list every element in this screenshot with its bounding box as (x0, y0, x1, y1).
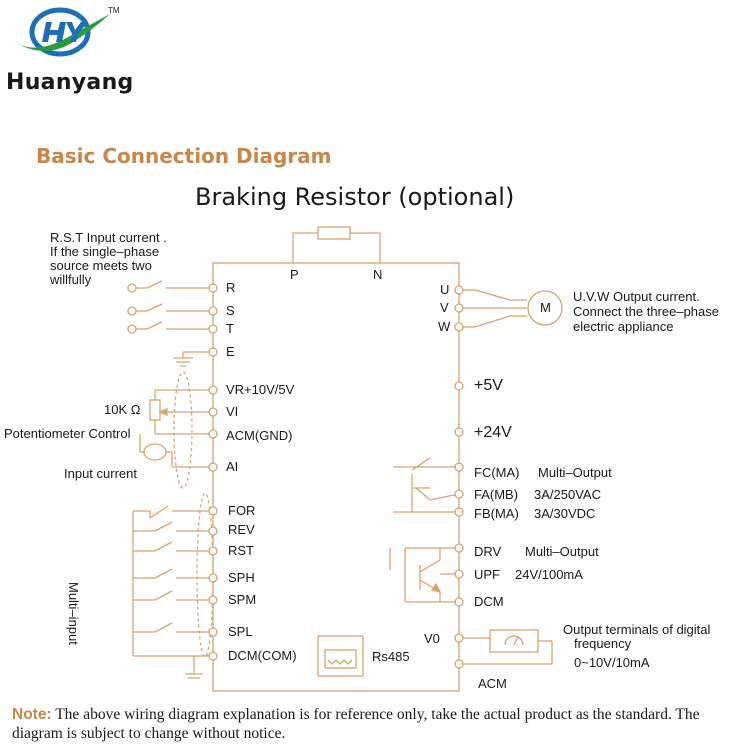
footer-note: Note: The above wiring diagram explanati… (12, 705, 747, 743)
terminal-r-label: R (226, 280, 236, 295)
motor-label: M (540, 300, 551, 315)
relay-desc-2: 3A/250VAC (534, 487, 601, 502)
terminal-e-label: E (226, 344, 235, 359)
input-current-label: Input current (64, 466, 137, 481)
relay-fb-label: FB(MA) (474, 506, 519, 521)
terminal-rev-label: REV (228, 522, 255, 537)
rs485-connector (317, 635, 364, 677)
supply-5v-label: +5V (474, 377, 503, 394)
input-note-line3: source meets two (50, 258, 152, 273)
analog-output-desc-1: Output terminals of digital (563, 622, 711, 637)
potentiometer (149, 399, 161, 421)
terminal-w-label: W (438, 319, 451, 334)
terminal-n-label: N (373, 267, 383, 282)
transistor-desc-2: 24V/100mA (515, 567, 583, 582)
terminal-rst-label: RST (228, 543, 254, 558)
terminal-sph-label: SPH (228, 570, 255, 585)
terminal-u-label: U (440, 282, 450, 297)
analog-output-meter (489, 629, 539, 653)
terminal-acm-gnd-label: ACM(GND) (226, 428, 293, 443)
motor-symbol (527, 290, 563, 326)
section-title: Basic Connection Diagram (36, 144, 332, 168)
terminal-vr-label: VR+10V/5V (226, 382, 295, 397)
potentiometer-value: 10K Ω (104, 402, 141, 417)
transistor-desc-1: Multi–Output (525, 544, 599, 559)
relay-desc-1: Multi–Output (538, 465, 612, 480)
terminal-v-label: V (440, 300, 449, 315)
terminal-dcm-com-label: DCM(COM) (228, 648, 297, 663)
multi-input-label: Multi–input (66, 582, 81, 645)
terminal-vi-label: VI (226, 404, 239, 419)
terminal-t-label: T (226, 321, 234, 336)
input-note-line2: If the single–phase (50, 244, 160, 259)
terminal-acm-label: ACM (478, 676, 507, 691)
analog-output-desc-2: frequency (574, 636, 632, 651)
transistor-dcm-label: DCM (474, 594, 504, 609)
terminal-s-label: S (226, 303, 235, 318)
terminal-ai-label: AI (226, 459, 239, 474)
braking-resistor-label: Braking Resistor (optional) (195, 183, 515, 211)
trademark-mark: TM (108, 6, 120, 15)
terminal-spm-label: SPM (228, 592, 257, 607)
analog-output-desc-3: 0~10V/10mA (574, 655, 650, 670)
output-note-line1: U.V.W Output current. (573, 289, 700, 304)
input-note-line4: willfully (50, 272, 92, 287)
terminal-for-label: FOR (228, 503, 256, 518)
note-label: Note: (12, 706, 52, 723)
input-note-line1: R.S.T Input current . (50, 230, 167, 245)
huanyang-logo (18, 7, 110, 57)
braking-resistor (317, 226, 351, 240)
transistor-drv-label: DRV (474, 544, 502, 559)
note-text: The above wiring diagram explanation is … (12, 706, 700, 742)
terminal-spl-label: SPL (228, 624, 253, 639)
output-note-line2: Connect the three–phase (573, 304, 719, 319)
relay-fc-label: FC(MA) (474, 465, 520, 480)
terminal-p-label: P (290, 267, 299, 282)
terminal-v0-label: V0 (424, 631, 440, 646)
potentiometer-label: Potentiometer Control (4, 426, 131, 441)
rs485-label: Rs485 (372, 649, 410, 664)
relay-desc-3: 3A/30VDC (534, 506, 596, 521)
output-note-line3: electric appliance (573, 319, 674, 334)
supply-24v-label: +24V (474, 424, 512, 441)
inverter-body (212, 262, 460, 692)
relay-fa-label: FA(MB) (474, 487, 519, 502)
transistor-upf-label: UPF (474, 567, 500, 582)
brand-name: Huanyang (6, 70, 134, 95)
